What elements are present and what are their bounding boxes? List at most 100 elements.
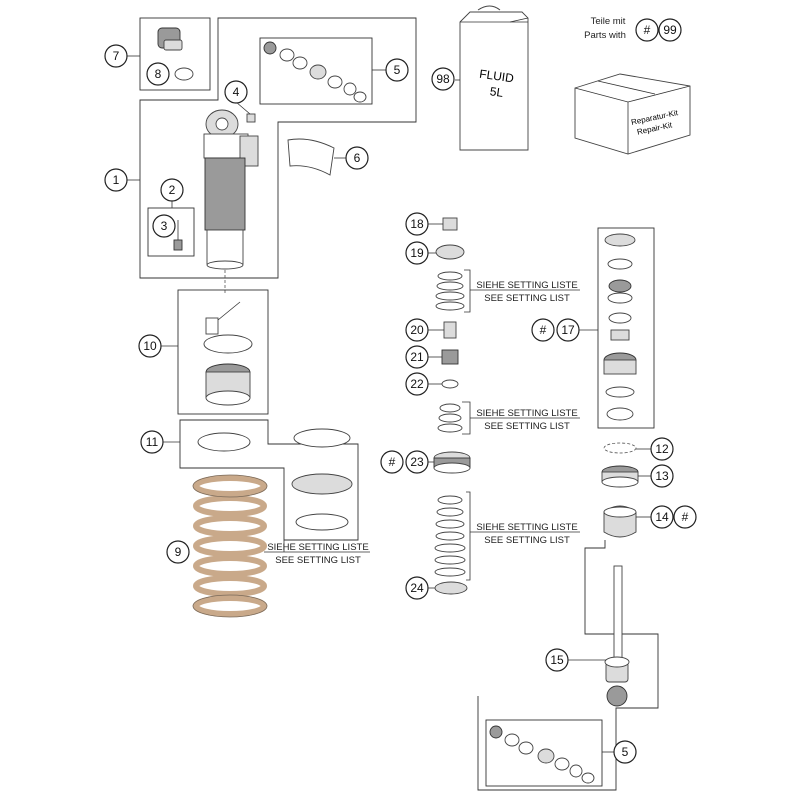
part-12-oring [603, 442, 637, 454]
part-18-nut [442, 217, 458, 231]
part-22-washer [441, 379, 459, 389]
svg-text:2: 2 [169, 183, 176, 197]
part-15-piston-rod [604, 565, 630, 707]
part-8-oring [174, 67, 194, 81]
part-5-seal-kit-bottom [489, 725, 595, 784]
svg-text:4: 4 [233, 85, 240, 99]
part-24-washer [434, 581, 468, 595]
part-10-adjuster-ring [203, 301, 253, 406]
svg-text:13: 13 [655, 469, 669, 483]
box-5-top [259, 37, 373, 105]
part-17-seal-head-kit [603, 233, 637, 421]
callout-98: 98 [431, 67, 455, 91]
parts-with-note: Teile mit Parts with # 99 [584, 16, 682, 42]
svg-text:11: 11 [146, 435, 159, 449]
svg-text:5: 5 [622, 745, 629, 759]
callout-5-top: 5 [385, 58, 409, 82]
part-23-piston [433, 451, 471, 474]
part-14-bump-stop [603, 505, 637, 538]
fluid-volume-label: 5L [489, 84, 504, 100]
note-line-en: Parts with [584, 30, 626, 41]
part-6-sleeve [287, 138, 335, 176]
callout-24: 24 [405, 576, 429, 600]
box-1 [139, 17, 417, 279]
setting-note-middle-de: SIEHE SETTING LISTE [476, 408, 577, 419]
setting-note-spring-en: SEE SETTING LIST [275, 555, 361, 566]
callout-2: 2 [160, 178, 184, 202]
svg-text:99: 99 [663, 23, 677, 37]
svg-text:10: 10 [143, 339, 157, 353]
callout-14: 14 [650, 505, 674, 529]
part-11-spring-seat [197, 432, 251, 452]
callout-23-hash: # [380, 450, 404, 474]
callout-17-hash: # [531, 318, 555, 342]
part-7-valve [157, 27, 183, 51]
part-11-spring-seat-options [291, 428, 353, 531]
callout-17: 17 [556, 318, 580, 342]
callout-14-hash: # [673, 505, 697, 529]
svg-text:24: 24 [410, 581, 424, 595]
callout-19: 19 [405, 241, 429, 265]
svg-text:8: 8 [155, 67, 162, 81]
callout-13: 13 [650, 464, 674, 488]
part-13-cap [601, 465, 639, 488]
note-hash-callout: # [635, 18, 659, 42]
callout-1: 1 [104, 168, 128, 192]
callout-3: 3 [152, 214, 176, 238]
box-17 [597, 227, 655, 429]
callout-20: 20 [405, 318, 429, 342]
callout-9: 9 [166, 540, 190, 564]
svg-text:21: 21 [410, 350, 424, 364]
part-21-nut [441, 349, 459, 365]
shim-stack-middle [437, 403, 463, 433]
svg-text:9: 9 [175, 545, 182, 559]
svg-text:20: 20 [410, 323, 424, 337]
box-11 [179, 419, 359, 541]
box-5-bottom [485, 719, 603, 787]
note-line-de: Teile mit [591, 16, 626, 27]
callout-12: 12 [650, 437, 674, 461]
repair-kit-box: Reparatur-Kit Repair-Kit [574, 73, 691, 155]
svg-text:5: 5 [394, 63, 401, 77]
svg-text:98: 98 [436, 72, 450, 86]
part-9-spring [192, 474, 268, 618]
svg-text:19: 19 [410, 246, 424, 260]
svg-text:22: 22 [410, 377, 424, 391]
box-15 [477, 540, 659, 791]
note-ref-callout: 99 [658, 18, 682, 42]
callout-23: 23 [405, 450, 429, 474]
svg-text:23: 23 [410, 455, 424, 469]
shim-stack-lower [434, 495, 466, 577]
callout-11: 11 [140, 430, 164, 454]
svg-text:17: 17 [561, 323, 575, 337]
svg-text:#: # [644, 23, 651, 37]
fluid-can: FLUID 5L [459, 5, 529, 151]
svg-text:18: 18 [410, 217, 424, 231]
svg-text:15: 15 [550, 653, 564, 667]
part-5-seal-kit-top [263, 41, 367, 103]
callout-8: 8 [146, 62, 170, 86]
setting-note-lower-en: SEE SETTING LIST [484, 535, 570, 546]
part-4-bleed-screw [246, 113, 256, 123]
callout-6: 6 [345, 146, 369, 170]
setting-note-upper-de: SIEHE SETTING LISTE [476, 280, 577, 291]
svg-text:3: 3 [161, 219, 168, 233]
callout-4: 4 [224, 80, 248, 104]
callout-7: 7 [104, 44, 128, 68]
part-3-screw [173, 220, 183, 251]
svg-text:6: 6 [354, 151, 361, 165]
svg-text:12: 12 [655, 442, 669, 456]
svg-text:#: # [540, 323, 547, 337]
part-20-spacer [443, 321, 457, 339]
callout-10: 10 [138, 334, 162, 358]
callout-21: 21 [405, 345, 429, 369]
part-19-washer [435, 244, 465, 260]
callout-15: 15 [545, 648, 569, 672]
shim-stack-upper [435, 271, 465, 311]
box-10 [177, 289, 269, 415]
callout-22: 22 [405, 372, 429, 396]
callout-18: 18 [405, 212, 429, 236]
setting-note-upper-en: SEE SETTING LIST [484, 293, 570, 304]
